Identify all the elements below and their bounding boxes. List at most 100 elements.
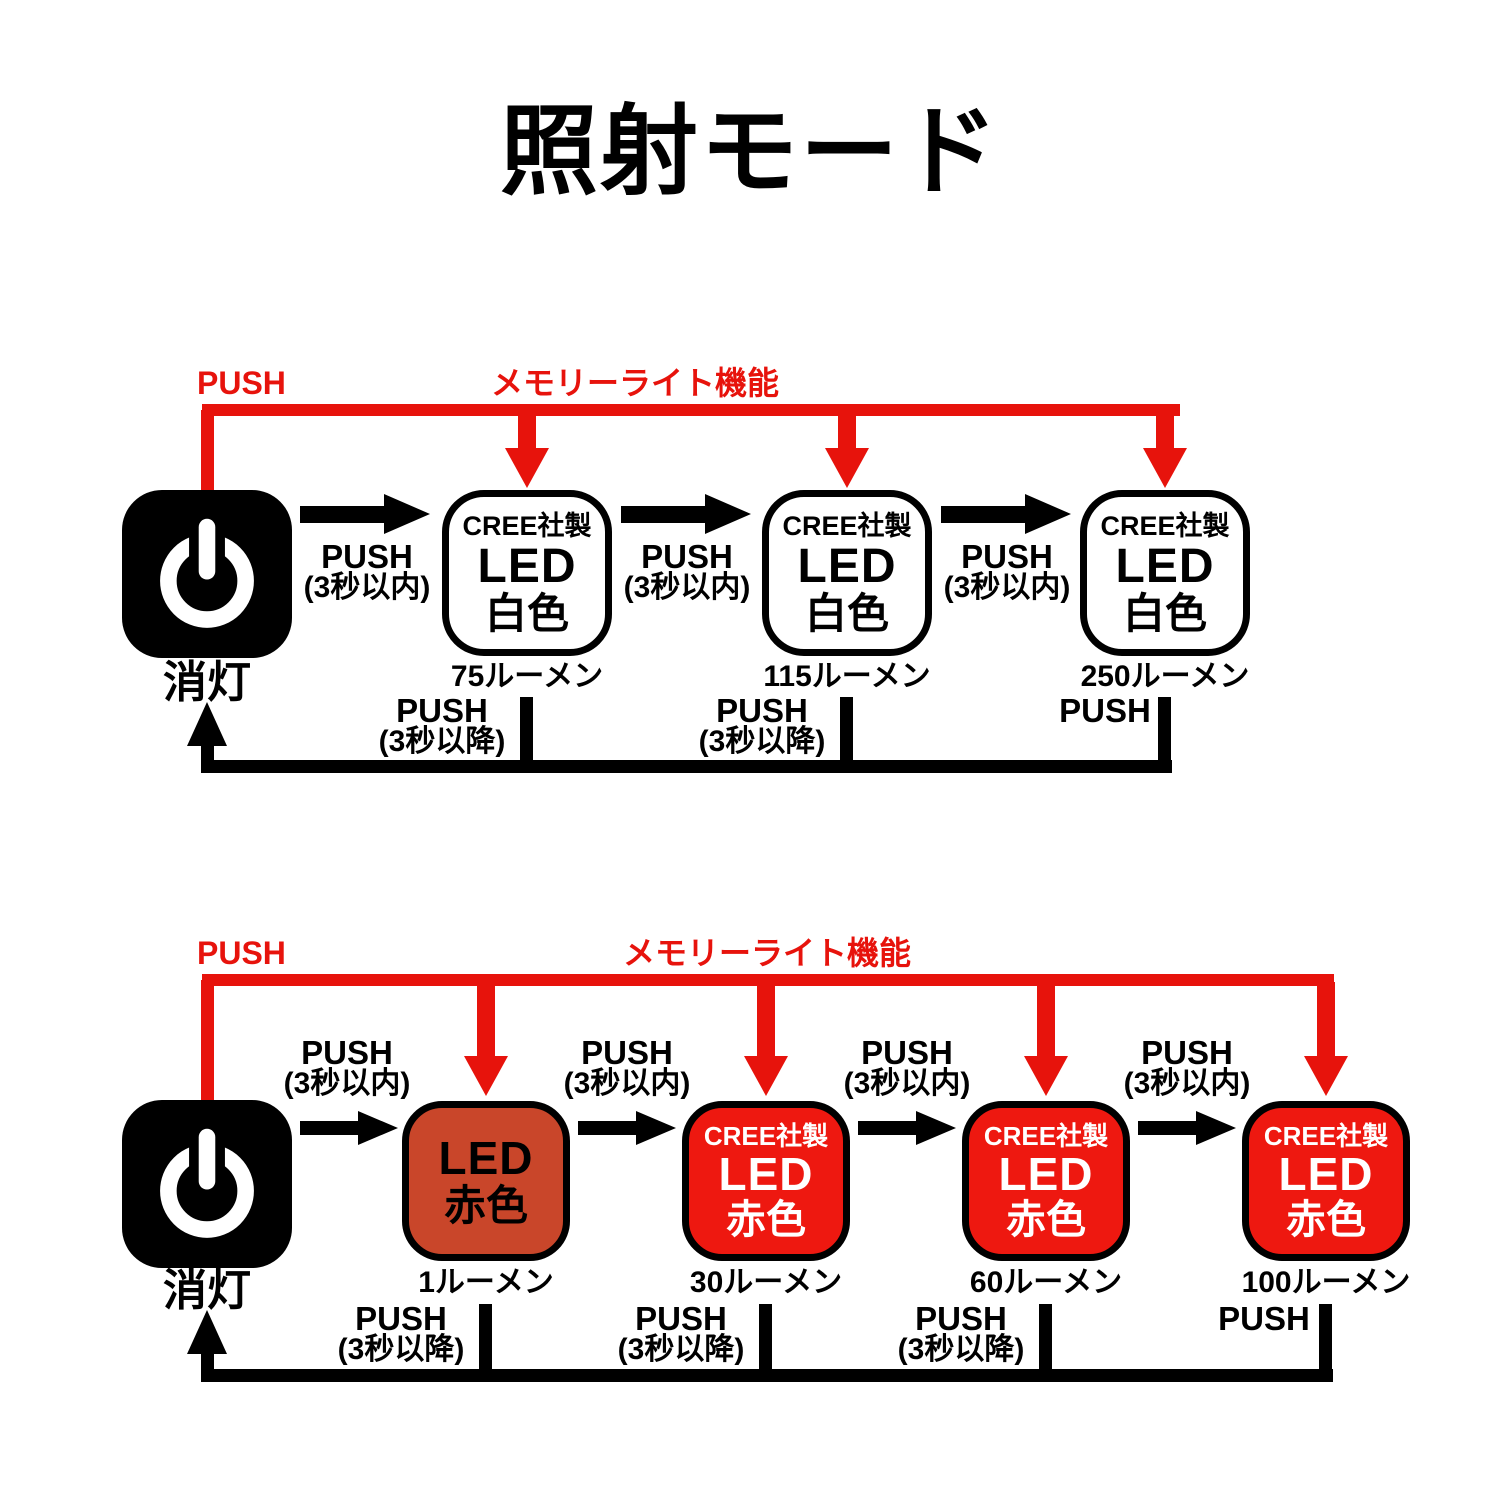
- flow-arrow-right-icon: [358, 1111, 398, 1145]
- off-label: 消灯: [163, 1266, 251, 1315]
- flow-arrow-right-shaft: [941, 506, 1025, 523]
- memory-line-horizontal: [202, 404, 1180, 416]
- node-color: 白色: [1122, 589, 1207, 637]
- push-within-3s-label: PUSH (3秒以内): [943, 538, 1071, 604]
- flow-arrow-right-shaft: [300, 1121, 358, 1135]
- push-label-red: PUSH: [197, 365, 286, 401]
- node-maker: CREE社製: [703, 1120, 829, 1151]
- push-label-return: PUSH: [1218, 1300, 1310, 1337]
- memory-line-from-off: [201, 410, 214, 495]
- flow-arrow-right-shaft: [300, 506, 384, 523]
- node-color: 白色: [484, 589, 569, 637]
- node-type: LED: [998, 1147, 1094, 1200]
- memory-arrow-down-icon: [505, 448, 549, 488]
- memory-arrow-down-icon: [744, 1056, 788, 1096]
- memory-line-from-off: [201, 980, 214, 1105]
- push-within-3s-label: PUSH (3秒以内): [283, 1034, 411, 1100]
- memory-arrow-down-shaft: [1037, 982, 1055, 1058]
- red-led-node-4: CREE社製 LED 赤色: [1242, 1101, 1410, 1261]
- memory-function-label: メモリーライト機能: [490, 365, 779, 401]
- push-within-3s-label: PUSH (3秒以内): [303, 538, 431, 604]
- push-after-3s-label: PUSH (3秒以降): [337, 1300, 465, 1366]
- return-line-horizontal: [201, 760, 1172, 773]
- power-icon: [160, 513, 254, 628]
- red-led-node-2: CREE社製 LED 赤色: [682, 1101, 850, 1261]
- flow-arrow-right-icon: [1196, 1111, 1236, 1145]
- memory-arrow-down-shaft: [838, 412, 856, 450]
- flow-arrow-right-icon: [636, 1111, 676, 1145]
- push-label-return: PUSH: [1059, 692, 1151, 729]
- lumens-label: 115ルーメン: [763, 660, 931, 693]
- memory-function-label: メモリーライト機能: [622, 935, 911, 971]
- node-type: LED: [797, 539, 897, 593]
- lumens-label: 250ルーメン: [1080, 660, 1250, 693]
- lumens-label: 1ルーメン: [418, 1266, 554, 1299]
- memory-arrow-down-shaft: [1156, 412, 1174, 450]
- node-maker: CREE社製: [983, 1120, 1109, 1151]
- lumens-label: 75ルーメン: [450, 660, 604, 693]
- power-icon: [160, 1123, 254, 1238]
- lumens-label: 100ルーメン: [1241, 1266, 1411, 1299]
- flow-arrow-right-icon: [1025, 494, 1071, 534]
- memory-arrow-down-shaft: [1317, 982, 1335, 1058]
- node-type: LED: [438, 1132, 534, 1184]
- push-within-3s-label: PUSH (3秒以内): [843, 1034, 971, 1100]
- node-maker: CREE社製: [462, 510, 592, 541]
- return-line-drop: [1158, 697, 1171, 773]
- node-type: LED: [477, 539, 577, 593]
- node-type: LED: [1278, 1147, 1374, 1200]
- push-after-3s-label: PUSH (3秒以降): [698, 692, 826, 758]
- push-within-3s-label: PUSH (3秒以内): [623, 538, 751, 604]
- memory-arrow-down-icon: [464, 1056, 508, 1096]
- memory-arrow-down-shaft: [518, 412, 536, 450]
- push-after-3s-label: PUSH (3秒以降): [897, 1300, 1025, 1366]
- power-off-node: [122, 1100, 292, 1268]
- return-line-drop: [479, 1304, 492, 1382]
- return-arrow-up-shaft: [201, 744, 214, 773]
- node-color: 赤色: [443, 1182, 528, 1229]
- flow-arrow-right-icon: [384, 494, 430, 534]
- node-maker: CREE社製: [782, 510, 912, 541]
- page-title: 照射モード: [499, 96, 1000, 206]
- flow-arrow-right-icon: [916, 1111, 956, 1145]
- flow-arrow-right-shaft: [578, 1121, 636, 1135]
- white-led-node-3: CREE社製 LED 白色: [1080, 490, 1250, 656]
- memory-arrow-down-icon: [1304, 1056, 1348, 1096]
- node-type: LED: [1115, 539, 1215, 593]
- return-line-drop: [1319, 1304, 1332, 1382]
- red-led-node-1: LED 赤色: [402, 1101, 570, 1261]
- node-color: 赤色: [1286, 1197, 1366, 1242]
- memory-arrow-down-icon: [1024, 1056, 1068, 1096]
- return-line-drop: [759, 1304, 772, 1382]
- return-line-horizontal: [201, 1369, 1333, 1382]
- push-within-3s-label: PUSH (3秒以内): [1123, 1034, 1251, 1100]
- push-within-3s-label: PUSH (3秒以内): [563, 1034, 691, 1100]
- red-led-node-3: CREE社製 LED 赤色: [962, 1101, 1130, 1261]
- flow-arrow-right-shaft: [1138, 1121, 1196, 1135]
- memory-arrow-down-icon: [825, 448, 869, 488]
- flow-arrow-right-shaft: [621, 506, 705, 523]
- return-arrow-up-icon: [187, 702, 227, 746]
- node-color: 白色: [804, 589, 889, 637]
- node-maker: CREE社製: [1263, 1120, 1389, 1151]
- off-label: 消灯: [163, 658, 251, 707]
- memory-arrow-down-icon: [1143, 448, 1187, 488]
- memory-arrow-down-shaft: [757, 982, 775, 1058]
- white-led-node-2: CREE社製 LED 白色: [762, 490, 932, 656]
- return-line-drop: [520, 697, 533, 773]
- flow-arrow-right-shaft: [858, 1121, 916, 1135]
- push-after-3s-label: PUSH (3秒以降): [617, 1300, 745, 1366]
- power-off-node: [122, 490, 292, 658]
- return-line-drop: [840, 697, 853, 773]
- white-led-node-1: CREE社製 LED 白色: [442, 490, 612, 656]
- return-arrow-up-icon: [187, 1310, 227, 1354]
- memory-arrow-down-shaft: [477, 982, 495, 1058]
- flow-arrow-right-icon: [705, 494, 751, 534]
- return-line-drop: [1039, 1304, 1052, 1382]
- node-type: LED: [718, 1147, 814, 1200]
- node-maker: CREE社製: [1100, 510, 1230, 541]
- node-color: 赤色: [1006, 1197, 1086, 1242]
- lumens-label: 30ルーメン: [689, 1266, 843, 1299]
- return-arrow-up-shaft: [201, 1352, 214, 1382]
